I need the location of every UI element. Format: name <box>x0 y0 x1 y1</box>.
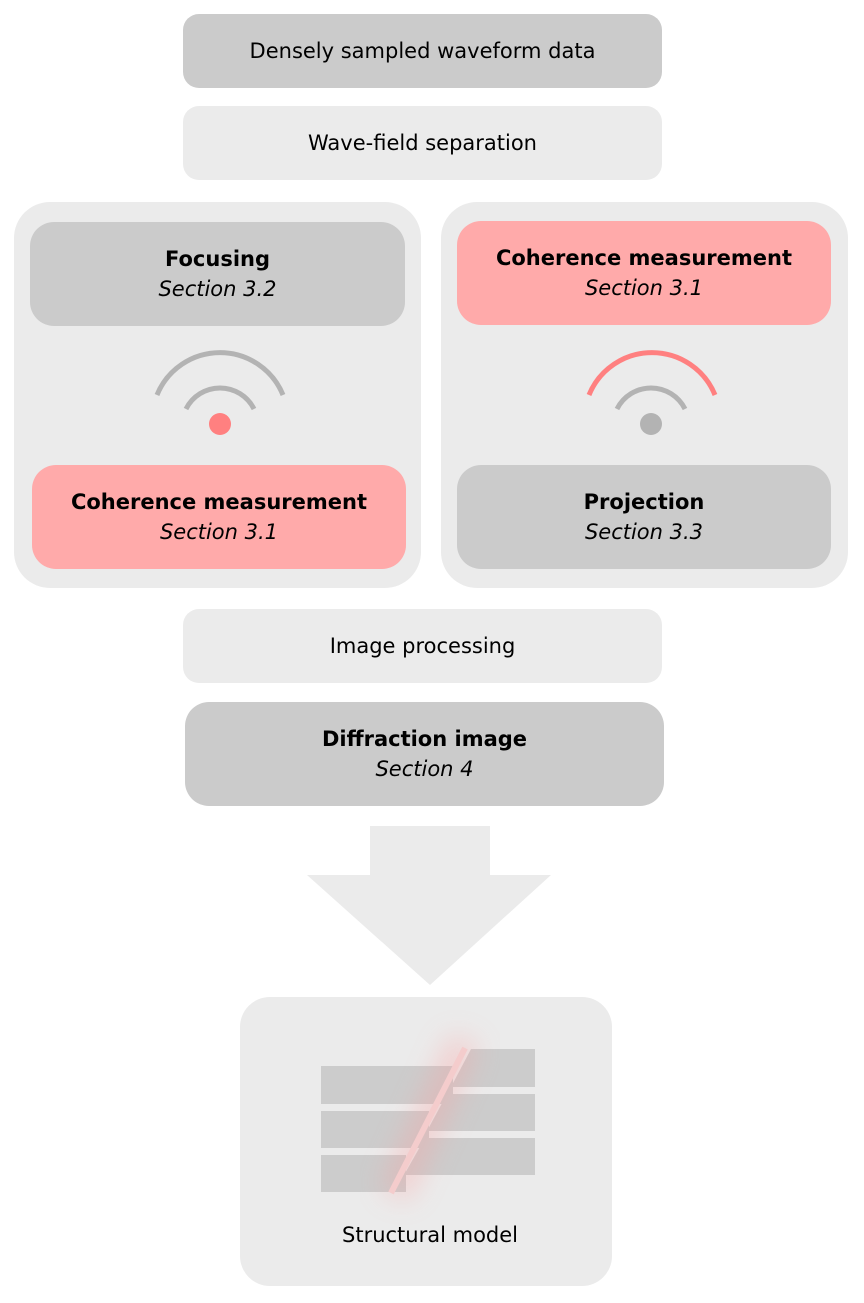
diffraction-section: Section 4 <box>375 757 474 781</box>
diffraction-title: Diffraction image <box>321 727 528 751</box>
right-coherence-title: Coherence measurement <box>495 246 793 270</box>
left-signal-icon <box>154 350 286 435</box>
focusing-title: Focusing <box>165 247 270 271</box>
projection-section: Section 3.3 <box>584 520 704 544</box>
projection-box: Projection Section 3.3 <box>457 465 831 569</box>
separation-label: Wave-field separation <box>308 131 537 155</box>
diffraction-box: Diffraction image Section 4 <box>185 702 664 806</box>
separation-box: Wave-field separation <box>183 106 662 180</box>
right-coherence-box: Coherence measurement Section 3.1 <box>457 221 831 325</box>
right-coherence-section: Section 3.1 <box>584 276 704 300</box>
structural-model-icon <box>321 1033 535 1202</box>
right-signal-icon <box>586 350 718 435</box>
model-label: Structural model <box>342 1223 518 1247</box>
processing-box: Image processing <box>183 609 662 683</box>
processing-label: Image processing <box>329 634 516 658</box>
projection-title: Projection <box>583 490 705 514</box>
left-coherence-box: Coherence measurement Section 3.1 <box>32 465 406 569</box>
input-label: Densely sampled waveform data <box>249 39 596 63</box>
focusing-box: Focusing Section 3.2 <box>30 222 405 326</box>
left-coherence-title: Coherence measurement <box>70 490 368 514</box>
focusing-section: Section 3.2 <box>158 277 277 301</box>
down-arrow-icon <box>307 826 551 985</box>
left-coherence-section: Section 3.1 <box>159 520 279 544</box>
input-data-box: Densely sampled waveform data <box>183 14 662 88</box>
